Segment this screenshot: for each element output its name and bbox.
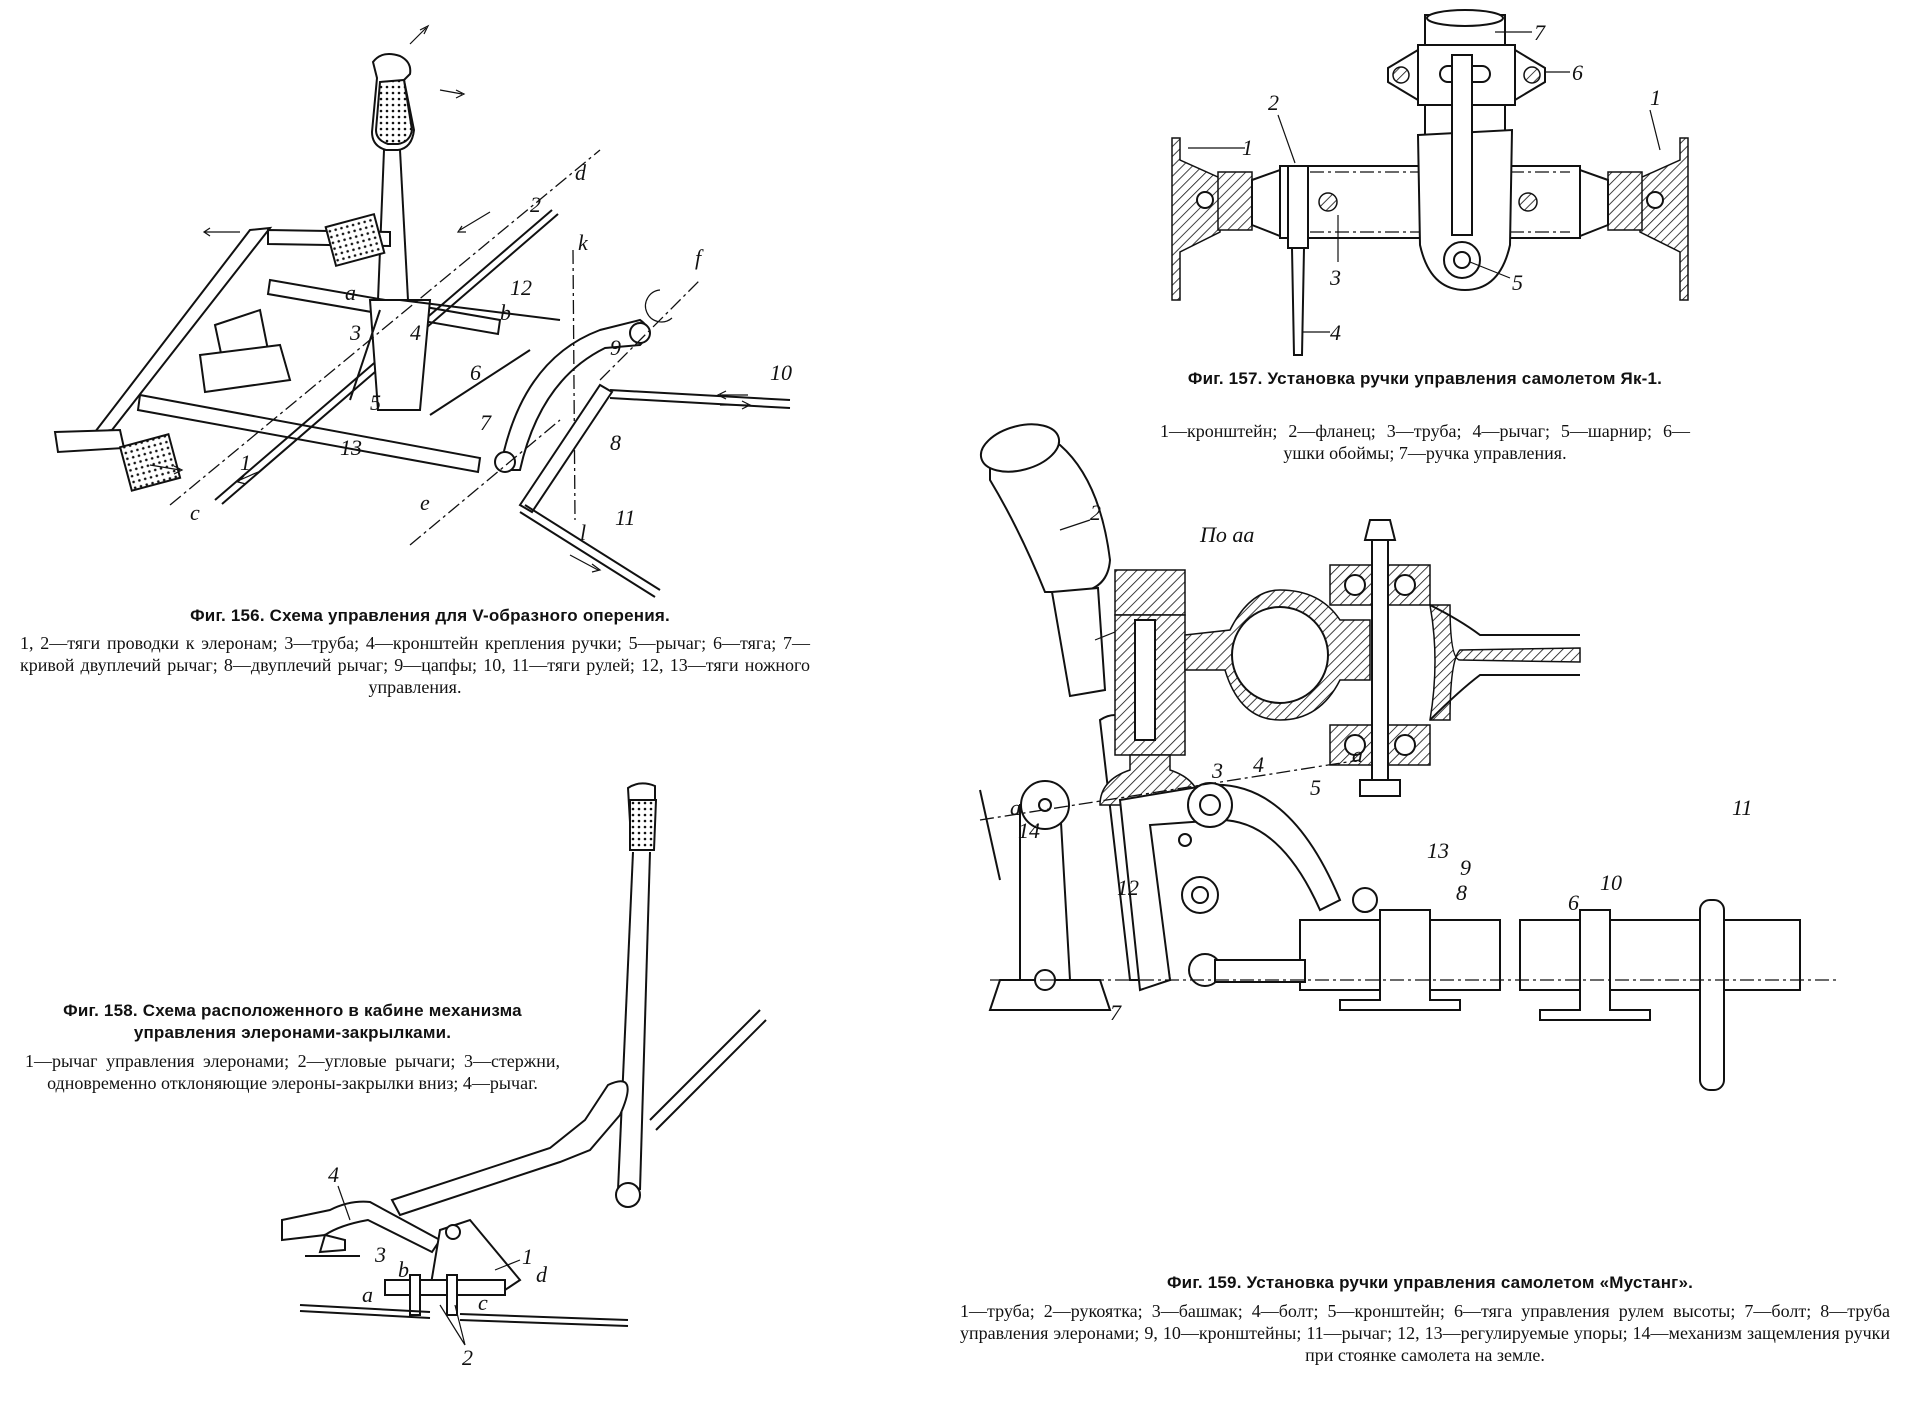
fig159-label-8: 8 xyxy=(1456,880,1467,905)
fig156-label-10: 10 xyxy=(770,360,792,385)
fig156-label-b: b xyxy=(500,300,511,325)
lever-4 xyxy=(282,1202,440,1252)
fig159-label-12: 12 xyxy=(1117,875,1139,900)
fig157-legend: 1—кронштейн; 2—фланец; 3—труба; 4—рычаг;… xyxy=(1160,421,1690,463)
fig156-label-a: a xyxy=(345,280,356,305)
fig156-label-2: 2 xyxy=(530,192,541,217)
fig156-label-1: 1 xyxy=(240,450,251,475)
fig158-drawing: 4 1 3 2 a b c d xyxy=(0,770,680,1370)
pedal-left xyxy=(120,434,180,490)
fig158-label-a: a xyxy=(362,1282,373,1307)
fig159-label-a-right: a xyxy=(1352,742,1363,767)
fig157-label-6: 6 xyxy=(1572,60,1583,85)
fig159-label-7: 7 xyxy=(1110,1000,1122,1025)
bracket-right xyxy=(1640,138,1688,300)
fig159-label-2: 2 xyxy=(1090,500,1101,525)
stick-mechanism xyxy=(980,760,1840,1090)
figure-158: 4 1 3 2 a b c d Фиг. 158. Схема располож… xyxy=(0,770,680,1370)
fig156-label-f: f xyxy=(695,245,704,270)
fig157-label-5: 5 xyxy=(1512,270,1523,295)
fig156-label-4: 4 xyxy=(410,320,421,345)
fig156-label-c: c xyxy=(190,500,200,525)
fig157-drawing: 1 1 2 3 4 5 6 7 xyxy=(1150,0,1710,360)
figure-159: 2 1 По аа xyxy=(960,420,1920,1420)
fig158-title: Фиг. 158. Схема расположенного в кабине … xyxy=(63,1001,522,1042)
fig159-label-a-left: a xyxy=(1010,795,1021,820)
fig159-label-14: 14 xyxy=(1018,818,1040,843)
fig159-label-6: 6 xyxy=(1568,890,1579,915)
pedal-right xyxy=(326,214,385,266)
fig156-label-5: 5 xyxy=(370,390,381,415)
fig158-label-4: 4 xyxy=(328,1162,339,1187)
fig156-label-k: k xyxy=(578,230,589,255)
fig156-label-11: 11 xyxy=(615,505,635,530)
fig159-label-3: 3 xyxy=(1211,758,1223,783)
fig156-drawing: 1 2 3 4 5 6 7 8 9 10 11 12 13 a b c d e … xyxy=(0,0,792,600)
fig157-label-7: 7 xyxy=(1534,20,1546,45)
fig158-label-c: c xyxy=(478,1290,488,1315)
flange xyxy=(1288,166,1308,248)
fig158-legend: 1—рычаг управления элеронами; 2—угловые … xyxy=(25,1051,560,1093)
bracket-left xyxy=(1172,138,1220,300)
lever xyxy=(1292,248,1304,355)
fig156-label-d: d xyxy=(575,160,587,185)
fig159-label-9: 9 xyxy=(1460,855,1471,880)
fig156-title: Фиг. 156. Схема управления для V-образно… xyxy=(190,606,670,625)
fig157-label-2: 2 xyxy=(1268,90,1279,115)
tube xyxy=(1252,170,1280,236)
figure-156: 1 2 3 4 5 6 7 8 9 10 11 12 13 a b c d e … xyxy=(0,0,820,720)
fig156-legend: 1, 2—тяги проводки к элеронам; 3—труба; … xyxy=(20,633,810,697)
fig156-label-6: 6 xyxy=(470,360,481,385)
fig158-label-d: d xyxy=(536,1262,548,1287)
fig156-label-7: 7 xyxy=(480,410,492,435)
fig156-label-l: l xyxy=(580,520,586,545)
lever-11 xyxy=(1700,900,1724,1090)
fig157-label-1-right: 1 xyxy=(1650,85,1661,110)
stick-tube-upper xyxy=(1052,588,1105,696)
fig156-label-12: 12 xyxy=(510,275,532,300)
fig156-label-8: 8 xyxy=(610,430,621,455)
fig156-label-13: 13 xyxy=(340,435,362,460)
fig159-label-11: 11 xyxy=(1732,795,1752,820)
figure-157: 1 1 2 3 4 5 6 7 Фиг. 157. Установка ручк… xyxy=(1150,0,1710,500)
fig158-label-2: 2 xyxy=(462,1345,473,1370)
double-lever xyxy=(520,385,612,512)
fig156-label-e: e xyxy=(420,490,430,515)
fig158-label-1: 1 xyxy=(522,1244,533,1269)
section-label: По аа xyxy=(1199,522,1254,547)
section-aa-drawing xyxy=(1100,520,1580,805)
fig159-drawing: 2 1 По аа xyxy=(960,420,1920,1280)
fig159-title: Фиг. 159. Установка ручки управления сам… xyxy=(1166,1273,1694,1292)
fig159-label-10: 10 xyxy=(1600,870,1622,895)
fig156-label-3: 3 xyxy=(349,320,361,345)
fig159-label-5: 5 xyxy=(1310,775,1321,800)
fig159-label-13: 13 xyxy=(1427,838,1449,863)
fig157-label-3: 3 xyxy=(1329,265,1341,290)
fig159-label-4: 4 xyxy=(1253,752,1264,777)
fig156-label-9: 9 xyxy=(610,335,621,360)
fig158-label-b: b xyxy=(398,1257,409,1282)
fig157-label-1-left: 1 xyxy=(1242,135,1253,160)
fig157-label-4: 4 xyxy=(1330,320,1341,345)
fig159-legend: 1—труба; 2—рукоятка; 3—башмак; 4—болт; 5… xyxy=(960,1301,1890,1365)
fig157-title: Фиг. 157. Установка ручки управления сам… xyxy=(1187,369,1663,388)
fig158-label-3: 3 xyxy=(374,1242,386,1267)
